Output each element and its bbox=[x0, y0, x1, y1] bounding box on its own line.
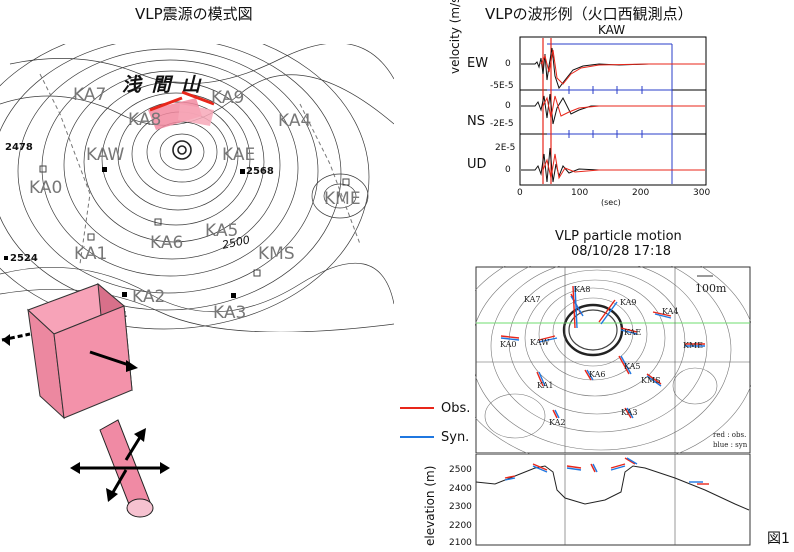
xtick-300: 300 bbox=[693, 188, 711, 198]
legend-syn: Syn. bbox=[441, 430, 470, 445]
pm-station-ka1: KA1 bbox=[537, 381, 554, 390]
tick-ns-0: 0 bbox=[505, 101, 511, 111]
channel-ns: NS bbox=[467, 114, 485, 129]
left-station-kms: KMS bbox=[258, 244, 295, 264]
waveform-title: VLPの波形例（火口西観測点） bbox=[485, 5, 693, 23]
xtick-100: 100 bbox=[571, 188, 589, 198]
elev-tick-2400: 2400 bbox=[449, 484, 472, 494]
source-block-schematic bbox=[1, 282, 170, 518]
pm-station-ka0: KA0 bbox=[500, 340, 517, 349]
left-station-ka3: KA3 bbox=[213, 303, 247, 323]
particle-title-1: VLP particle motion bbox=[555, 229, 682, 244]
left-station-ka8: KA8 bbox=[128, 110, 162, 130]
waveform-station: KAW bbox=[598, 23, 626, 37]
elev-tick-2300: 2300 bbox=[449, 502, 472, 512]
xtick-0: 0 bbox=[517, 188, 523, 198]
mountain-name: 浅 間 山 bbox=[122, 74, 203, 96]
pm-station-kaw: KAW bbox=[530, 338, 550, 347]
pm-station-ka9: KA9 bbox=[620, 298, 637, 307]
legend-swatches bbox=[400, 407, 434, 438]
left-station-ka7: KA7 bbox=[73, 85, 107, 105]
waveform-ylabel: velocity (m/s) bbox=[448, 0, 462, 74]
pm-note-obs: red : obs. bbox=[713, 431, 747, 439]
elev-label-2568: 2568 bbox=[246, 166, 274, 177]
elev-tick-2100: 2100 bbox=[449, 538, 472, 548]
waveform-xlabel: (sec) bbox=[601, 198, 621, 207]
legend-obs: Obs. bbox=[441, 401, 471, 416]
elev-tick-2200: 2200 bbox=[449, 521, 472, 531]
particle-title-2: 08/10/28 17:18 bbox=[571, 244, 671, 259]
pm-station-kms: KMS bbox=[641, 376, 661, 385]
particle-motion-map bbox=[475, 266, 751, 454]
left-station-ka5: KA5 bbox=[205, 221, 239, 241]
pm-station-ka6: KA6 bbox=[589, 370, 606, 379]
elevation-ylabel: elevation (m) bbox=[423, 465, 437, 546]
left-station-ka1: KA1 bbox=[74, 244, 108, 264]
left-station-kme: KME bbox=[324, 189, 361, 209]
xtick-200: 200 bbox=[632, 188, 650, 198]
tick-ew-0: 0 bbox=[505, 59, 511, 69]
left-station-ka4: KA4 bbox=[278, 111, 312, 131]
tick-ns-neg: -2E-5 bbox=[490, 119, 514, 129]
pm-station-kme: KME bbox=[683, 341, 704, 350]
left-station-ka0: KA0 bbox=[29, 178, 63, 198]
left-title: VLP震源の模式図 bbox=[135, 5, 253, 23]
elev-label-2478: 2478 bbox=[5, 142, 33, 153]
left-station-ka9: KA9 bbox=[211, 88, 245, 108]
waveform-plot bbox=[519, 36, 707, 186]
pm-scale: 100m bbox=[695, 282, 727, 295]
left-station-kaw: KAW bbox=[86, 145, 125, 165]
pm-station-ka5: KA5 bbox=[624, 362, 641, 371]
pm-station-ka7: KA7 bbox=[524, 295, 541, 304]
pm-station-ka4: KA4 bbox=[662, 307, 679, 316]
pm-station-kae: KAE bbox=[624, 328, 642, 337]
tick-ud-0: 0 bbox=[505, 165, 511, 175]
figure-number: 図1 bbox=[767, 531, 790, 547]
channel-ew: EW bbox=[467, 56, 489, 71]
pm-station-ka2: KA2 bbox=[549, 418, 566, 427]
left-station-ka2: KA2 bbox=[132, 287, 166, 307]
pm-station-ka8: KA8 bbox=[574, 285, 591, 294]
tick-ud-pos: 2E-5 bbox=[495, 143, 516, 153]
elevation-section bbox=[475, 454, 751, 546]
tick-ew-neg: -5E-5 bbox=[490, 81, 514, 91]
left-station-ka6: KA6 bbox=[150, 233, 184, 253]
elev-label-2524: 2524 bbox=[10, 253, 38, 264]
pm-note-syn: blue : syn bbox=[713, 441, 748, 449]
left-station-kae: KAE bbox=[222, 145, 256, 165]
pm-station-ka3: KA3 bbox=[621, 408, 638, 417]
channel-ud: UD bbox=[467, 157, 487, 172]
elev-tick-2500: 2500 bbox=[449, 465, 472, 475]
left-topo-map bbox=[0, 44, 394, 332]
